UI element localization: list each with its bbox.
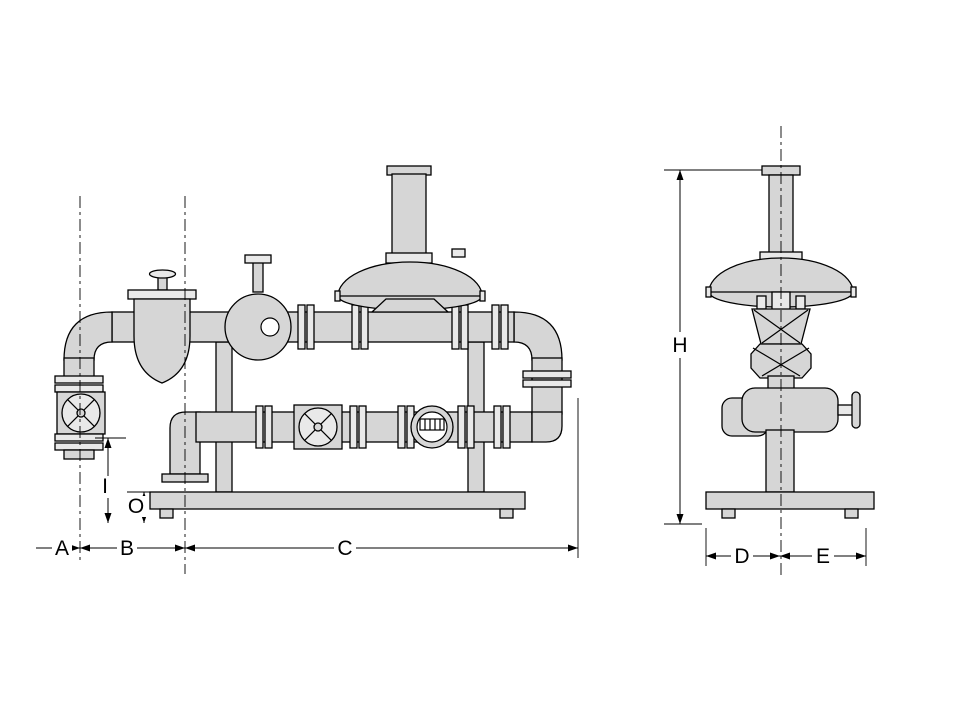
dimensions-front: A B C I O	[36, 398, 579, 560]
dimension-label-i: I	[102, 475, 108, 498]
dimension-label-h: H	[672, 334, 687, 357]
regulator-neck	[370, 298, 450, 313]
dimension-label-b: B	[120, 537, 134, 560]
bypass-valve	[293, 404, 343, 450]
pilot-stack	[391, 173, 427, 255]
centerlines	[79, 126, 782, 578]
strainer-flange	[127, 289, 197, 300]
inlet-flange-plate	[54, 433, 104, 442]
inlet-flange-plate	[54, 384, 104, 393]
skid-foot	[844, 508, 859, 519]
pipe-run-end	[741, 387, 839, 433]
riser-pipe	[765, 429, 795, 493]
skid-foot	[721, 508, 736, 519]
valve-stem	[252, 261, 264, 293]
dome-bolt	[705, 286, 712, 298]
valve-handle	[244, 254, 272, 264]
inlet-flange-plate	[54, 375, 104, 384]
right-lower-elbow	[531, 411, 563, 443]
inlet-valve	[56, 391, 106, 435]
meter-register	[419, 418, 445, 431]
vent-fitting	[451, 248, 466, 258]
dome-bolt	[334, 290, 341, 302]
right-upper-elbow	[513, 311, 563, 361]
yoke-bolt	[795, 295, 806, 310]
skid-foot	[499, 508, 514, 519]
base-skid	[705, 491, 875, 510]
inlet-flange-plate	[54, 442, 104, 451]
handwheel-icon	[851, 391, 861, 429]
handwheel-hub	[76, 408, 86, 418]
strainer-body	[133, 298, 191, 384]
inlet-pipe	[63, 357, 95, 379]
pressure-regulator	[334, 165, 486, 313]
dimension-label-d: D	[734, 545, 749, 568]
valve-bore	[260, 317, 280, 337]
front-view	[54, 165, 572, 519]
riser-flange-plate	[522, 379, 572, 388]
inlet-stub	[63, 449, 95, 460]
gas-meter	[410, 405, 454, 449]
base-skid	[149, 491, 526, 510]
dome-bolt	[850, 286, 857, 298]
handwheel-hub	[313, 422, 323, 432]
strainer-cap	[148, 269, 177, 279]
shutoff-valve	[224, 254, 292, 361]
end-view	[705, 165, 875, 519]
skid-foot	[159, 508, 174, 519]
yoke-bolt	[756, 295, 767, 310]
valve-body	[224, 293, 292, 361]
riser-flange-plate	[522, 370, 572, 379]
dimension-label-a: A	[55, 537, 69, 560]
inlet-elbow	[63, 311, 113, 361]
dimensions-end: H D E	[664, 169, 867, 568]
dimension-label-c: C	[337, 537, 352, 560]
strainer	[127, 269, 197, 384]
dome-bolt	[479, 290, 486, 302]
dimension-label-o: O	[128, 495, 144, 518]
dimension-label-e: E	[816, 545, 830, 568]
